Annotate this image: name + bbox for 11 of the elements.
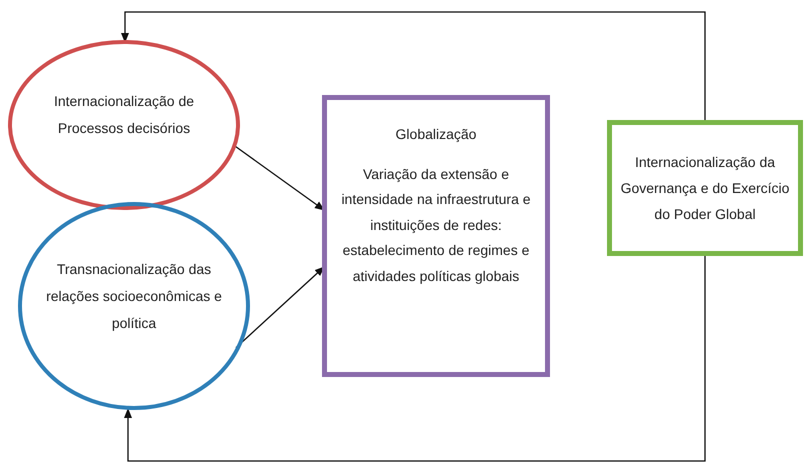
box-heading: Globalização <box>394 125 478 144</box>
process-box <box>607 120 803 256</box>
arrow <box>121 11 706 120</box>
ellipse-node <box>18 202 250 410</box>
arrow <box>124 256 706 462</box>
process-box <box>322 95 550 377</box>
node-text: Internacionalização da Governança e do Exercício do Poder Global <box>620 153 790 224</box>
node-text: Transnacionalização das relações socioeconômicas e política <box>45 260 223 333</box>
node-text: Variação da extensão e intensidade na infraestrutura e instituições de redes: estabelecimento de regimes e atividades políticas globais <box>340 164 532 286</box>
ellipse-node <box>8 40 240 210</box>
node-text: Internacionalização de Processos decisórios <box>52 92 196 138</box>
